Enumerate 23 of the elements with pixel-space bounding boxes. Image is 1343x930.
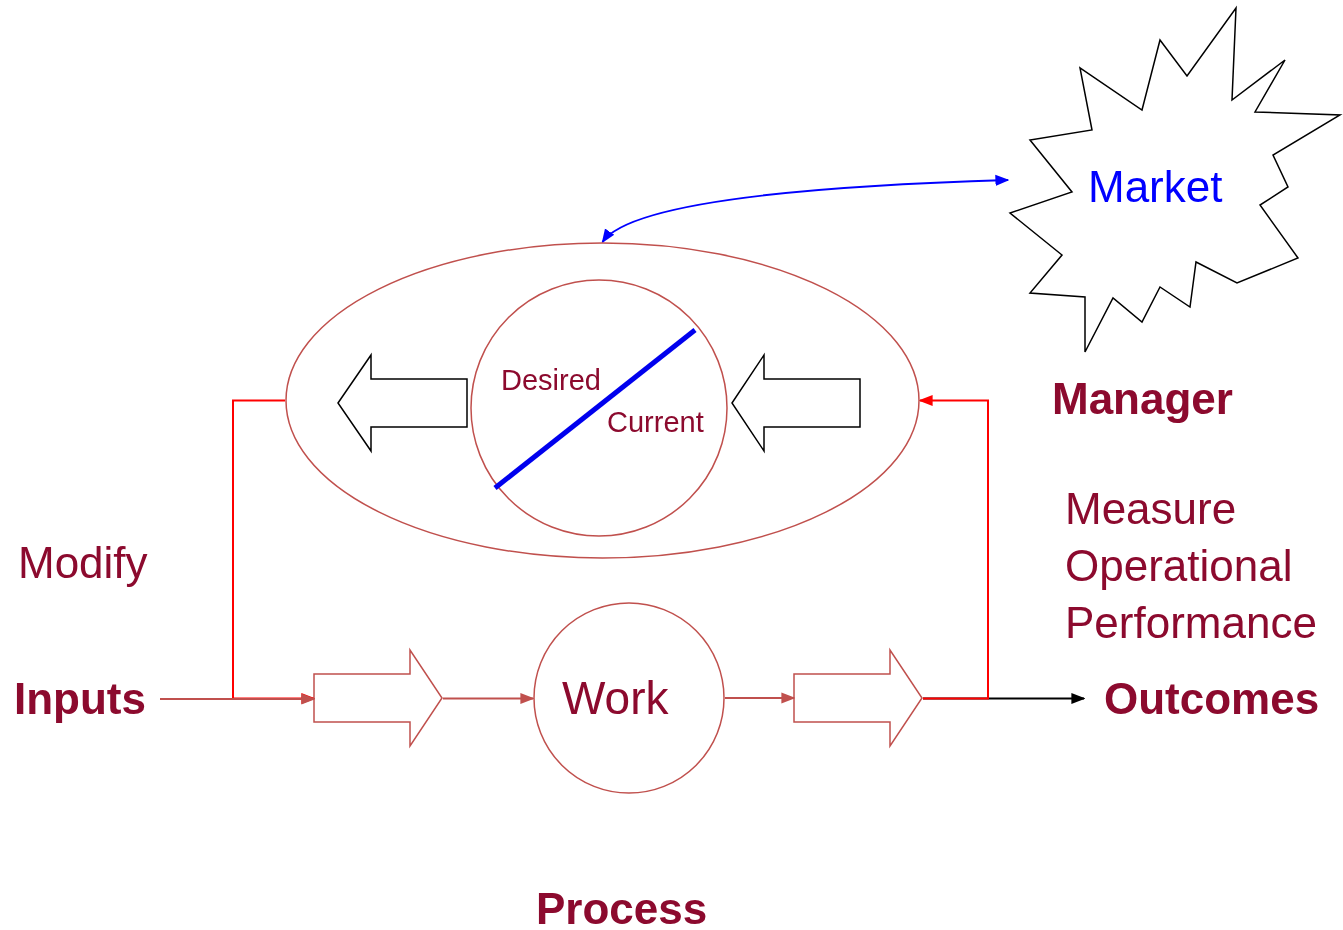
block-arrow — [794, 650, 923, 747]
text-label: Manager — [1052, 373, 1234, 425]
node-text: Current — [607, 406, 704, 440]
text-label: Measure Operational Performance — [1065, 483, 1318, 650]
arrow — [918, 394, 989, 700]
arrow — [442, 692, 535, 705]
circle-shape — [470, 279, 728, 537]
text-label: Modify — [18, 537, 149, 589]
text-label: Process — [536, 883, 709, 930]
ellipse-shape — [285, 242, 920, 559]
starburst-shape — [1008, 6, 1342, 354]
block-arrow — [732, 355, 861, 452]
block-arrow — [314, 650, 443, 747]
node-text: Work — [562, 672, 669, 725]
arrow — [601, 174, 1010, 243]
circle-shape — [533, 602, 725, 794]
node-label: Inputs — [14, 674, 160, 724]
node-text: Market — [1088, 162, 1223, 213]
node-text: Desired — [501, 364, 601, 398]
node-label: Outcomes — [1104, 674, 1340, 724]
block-arrow — [338, 355, 468, 452]
arrow — [159, 693, 316, 705]
arrow — [724, 692, 796, 704]
